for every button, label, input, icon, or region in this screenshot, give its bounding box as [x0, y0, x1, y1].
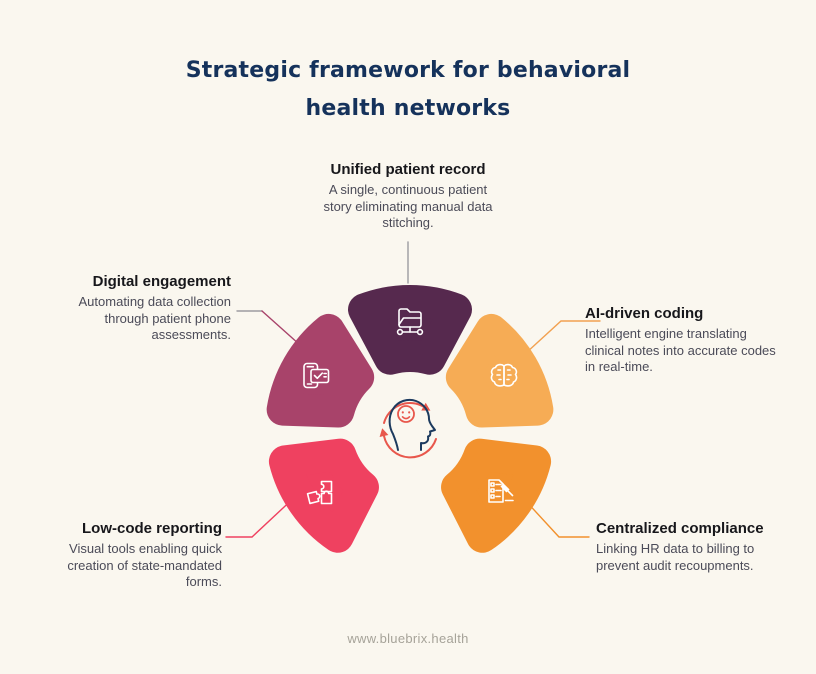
- phone-checklist-icon: [303, 362, 330, 389]
- page-title-line2: health networks: [305, 96, 511, 121]
- cycle-arrow-bottom: [383, 435, 437, 459]
- section-ai-driven-coding: AI-driven coding Intelligent engine tran…: [585, 304, 805, 376]
- smiley-circle: [397, 405, 415, 423]
- petal-centralized-compliance: [442, 433, 542, 541]
- section-low-code-reporting: Low-code reporting Visual tools enabling…: [2, 519, 222, 591]
- section-label: Digital engagement: [92, 273, 231, 290]
- connector-low-code-reporting: [225, 493, 299, 538]
- section-label: Centralized compliance: [596, 520, 764, 537]
- network-folder-icon: [396, 308, 424, 336]
- section-digital-engagement: Digital engagement Automating data colle…: [11, 272, 231, 344]
- section-label: AI-driven coding: [585, 305, 704, 322]
- compliance-gavel-icon: [488, 479, 514, 503]
- smiley-eye-right: [408, 411, 411, 414]
- petal-low-code-reporting: [278, 433, 378, 541]
- cycle-arrow-top: [383, 402, 425, 424]
- smiley-mouth: [401, 416, 411, 420]
- section-description: A single, continuous patient story elimi…: [323, 182, 493, 230]
- section-unified-patient-record: Unified patient record A single, continu…: [298, 160, 518, 232]
- cycle-arrowhead-right: [421, 402, 431, 411]
- page-title-line1: Strategic framework for behavioral: [185, 58, 631, 83]
- page-title: Strategic framework for behavioral healt…: [0, 52, 816, 128]
- section-description: Automating data collection through patie…: [78, 294, 231, 342]
- section-label: Unified patient record: [330, 161, 486, 178]
- footer-url: www.bluebrix.health: [347, 631, 469, 646]
- cycle-arrowhead-left: [379, 428, 389, 437]
- patient-mind-cycle-icon: [379, 398, 437, 459]
- section-label: Low-code reporting: [82, 520, 222, 537]
- petal-ai-driven-coding: [449, 326, 545, 435]
- puzzle-pieces-icon: [306, 480, 333, 505]
- smiley-eye-left: [401, 411, 404, 414]
- section-centralized-compliance: Centralized compliance Linking HR data t…: [596, 519, 806, 574]
- head-profile-icon: [388, 398, 436, 451]
- section-description: Linking HR data to billing to prevent au…: [596, 541, 755, 573]
- section-description: Intelligent engine translating clinical …: [585, 326, 776, 374]
- connector-ai-driven-coding: [525, 320, 601, 354]
- section-description: Visual tools enabling quick creation of …: [67, 541, 222, 589]
- brain-icon: [490, 363, 518, 387]
